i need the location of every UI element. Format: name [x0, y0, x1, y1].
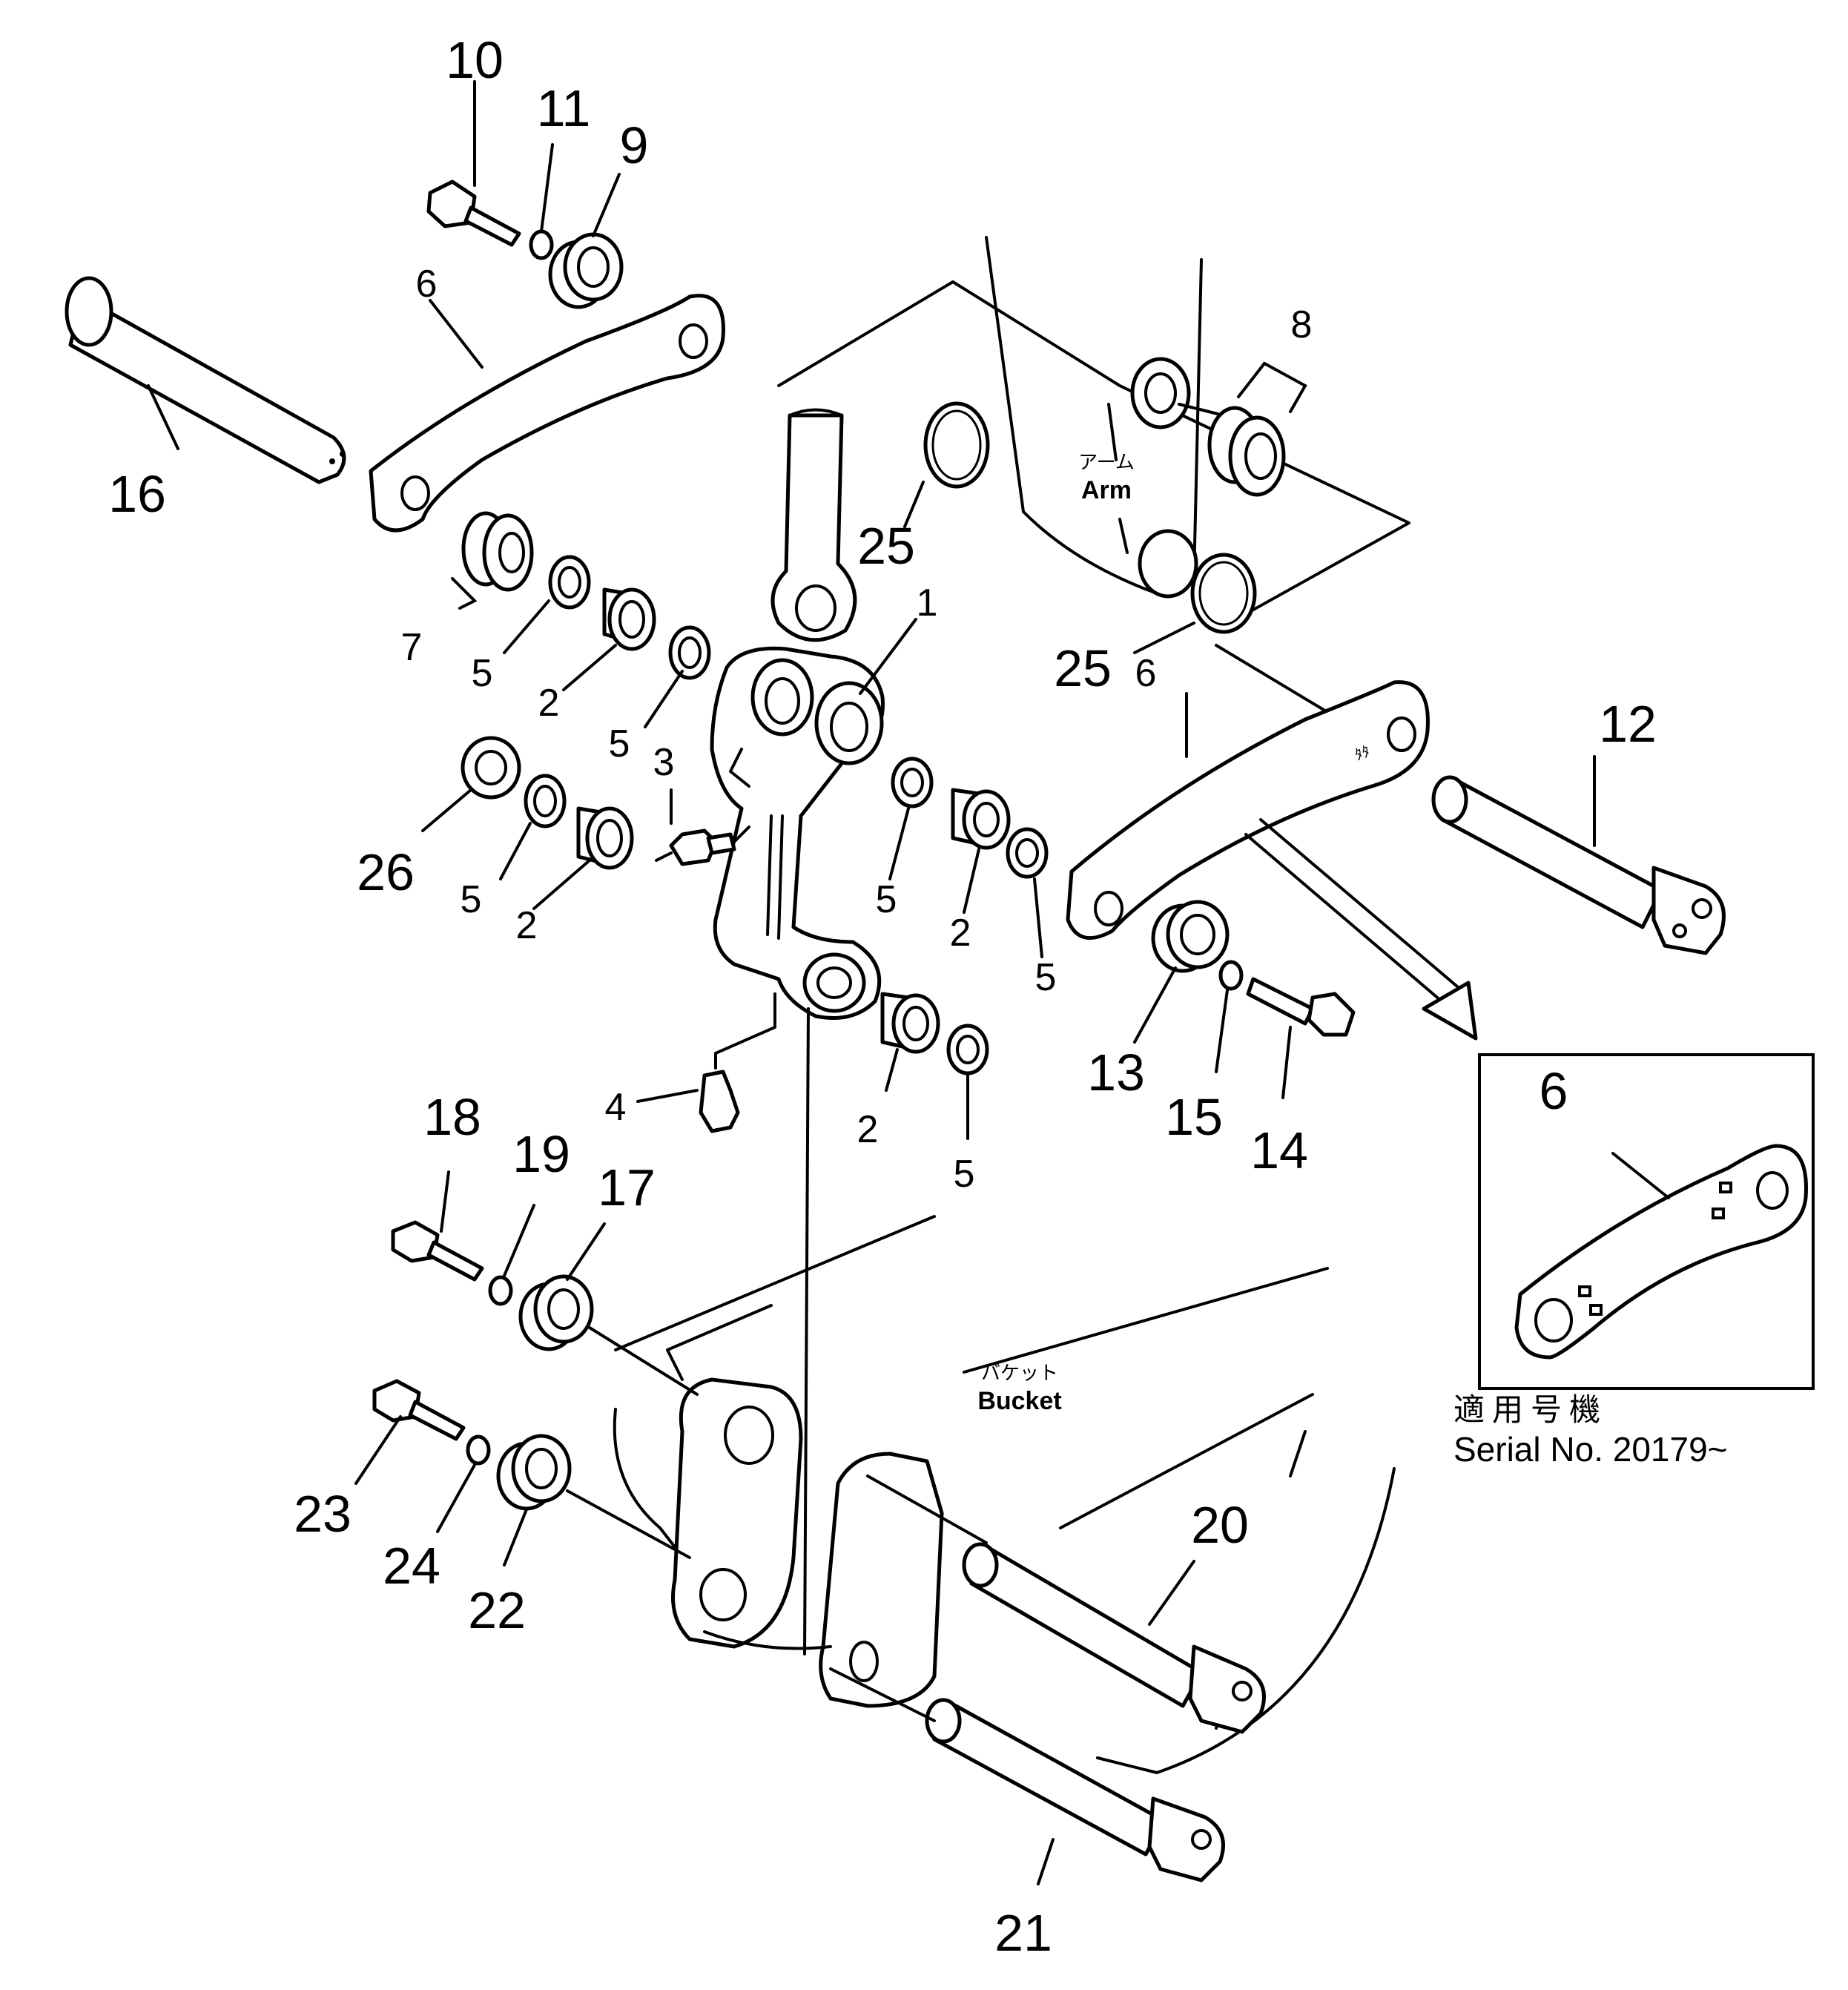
- callout-9: 9: [620, 116, 649, 174]
- callout-2-a: 2: [538, 682, 560, 725]
- callout-14: 14: [1250, 1121, 1308, 1179]
- grease-fitting-4: [699, 992, 776, 1133]
- seal-5-f: [946, 1024, 989, 1075]
- arm-label: アーム Arm: [1078, 452, 1135, 504]
- bolt-18: [391, 1220, 484, 1282]
- callout-5-b: 5: [609, 722, 630, 765]
- callout-6-right: 6: [1135, 652, 1157, 695]
- callout-2-b: 2: [516, 904, 538, 947]
- washer-15: [1218, 960, 1244, 991]
- callout-25-b: 25: [1054, 639, 1112, 697]
- seal-5-b: [668, 625, 711, 680]
- bucket-label-en: Bucket: [977, 1387, 1061, 1415]
- pin-21: [925, 1698, 1225, 1882]
- bushing-2-b: [576, 806, 634, 870]
- inset-arrow: [1244, 818, 1478, 1041]
- bucket-label-jp: バケット: [981, 1363, 1058, 1385]
- callout-5-e: 5: [1035, 956, 1057, 999]
- callout-2-c: 2: [950, 912, 971, 955]
- callout-15: 15: [1165, 1088, 1223, 1146]
- bucket-label: バケット Bucket: [977, 1363, 1061, 1415]
- link-6-upper: [369, 294, 725, 533]
- pin-20: [962, 1542, 1266, 1734]
- callout-20: 20: [1191, 1496, 1249, 1554]
- callout-24: 24: [383, 1537, 440, 1595]
- washer-24: [466, 1434, 491, 1466]
- bucket-structure: [613, 1215, 1396, 1774]
- callout-6-upper: 6: [416, 263, 438, 306]
- shim-26: [461, 736, 521, 800]
- shims-8: [1178, 361, 1307, 497]
- callout-6-inset: 6: [1540, 1062, 1568, 1120]
- inset-box: [1478, 1053, 1815, 1390]
- seal-5-d: [891, 757, 934, 808]
- grease-fitting-3: [655, 826, 750, 866]
- callout-3: 3: [653, 741, 675, 784]
- pin-16: [65, 276, 346, 484]
- seal-5-a: [548, 555, 591, 610]
- callout-17: 17: [598, 1159, 656, 1216]
- collar-9: [548, 232, 624, 309]
- callout-19: 19: [512, 1125, 570, 1183]
- callout-25-a: 25: [857, 517, 915, 575]
- washer-19: [488, 1275, 513, 1306]
- washer-11: [529, 229, 554, 260]
- seal-5-c: [524, 774, 567, 828]
- cylinder-rod: [770, 408, 857, 642]
- applicable-serial-jp: 適用号機: [1453, 1391, 1608, 1428]
- callout-numbers: 10 11 9 6 16 25 1 8 25 6 7 5 2 5 12 3 26…: [108, 31, 1657, 1962]
- callout-leaders: [147, 80, 1670, 1885]
- callout-22: 22: [468, 1581, 526, 1639]
- callout-11: 11: [537, 79, 591, 137]
- o-ring-25-a: [923, 401, 990, 489]
- axis-lines: [566, 1007, 988, 1722]
- bushing-2-a: [602, 587, 656, 651]
- callout-5-f: 5: [954, 1153, 975, 1196]
- callout-7: 7: [401, 626, 423, 669]
- callout-13: 13: [1087, 1044, 1145, 1101]
- bolt-23: [372, 1379, 466, 1441]
- bolt-10: [426, 179, 521, 247]
- callout-4: 4: [605, 1086, 627, 1129]
- callout-5-a: 5: [472, 652, 493, 695]
- callout-2-d: 2: [857, 1108, 879, 1151]
- callout-18: 18: [423, 1088, 481, 1146]
- collar-13: [1151, 900, 1230, 973]
- serial-number: Serial No. 20179~: [1453, 1430, 1728, 1469]
- callout-1: 1: [917, 581, 938, 625]
- callout-5-d: 5: [876, 878, 897, 921]
- callout-23: 23: [294, 1485, 352, 1543]
- inset-caption: 適用号機 Serial No. 20179~: [1453, 1391, 1728, 1469]
- collar-22: [496, 1434, 572, 1511]
- shims-7: [451, 511, 534, 610]
- bolt-14: [1246, 977, 1356, 1037]
- bushing-2-d: [880, 992, 940, 1054]
- seal-5-e: [1006, 827, 1049, 879]
- callout-21: 21: [994, 1904, 1052, 1962]
- callout-5-c: 5: [461, 878, 482, 921]
- collar-17: [518, 1274, 594, 1351]
- callout-12: 12: [1599, 695, 1657, 753]
- callout-8: 8: [1291, 303, 1313, 346]
- bushing-2-c: [951, 788, 1011, 850]
- arm-label-jp: アーム: [1078, 452, 1135, 474]
- callout-26: 26: [357, 843, 415, 901]
- callout-16: 16: [108, 465, 166, 523]
- arm-structure: [777, 236, 1410, 714]
- pin-12: [1431, 775, 1726, 955]
- link-6-right: ﾀﾀ: [1066, 680, 1430, 940]
- callout-10: 10: [446, 31, 504, 89]
- o-ring-25-b: [1190, 553, 1257, 634]
- arm-label-en: Arm: [1081, 476, 1132, 504]
- link-1: [710, 646, 885, 1020]
